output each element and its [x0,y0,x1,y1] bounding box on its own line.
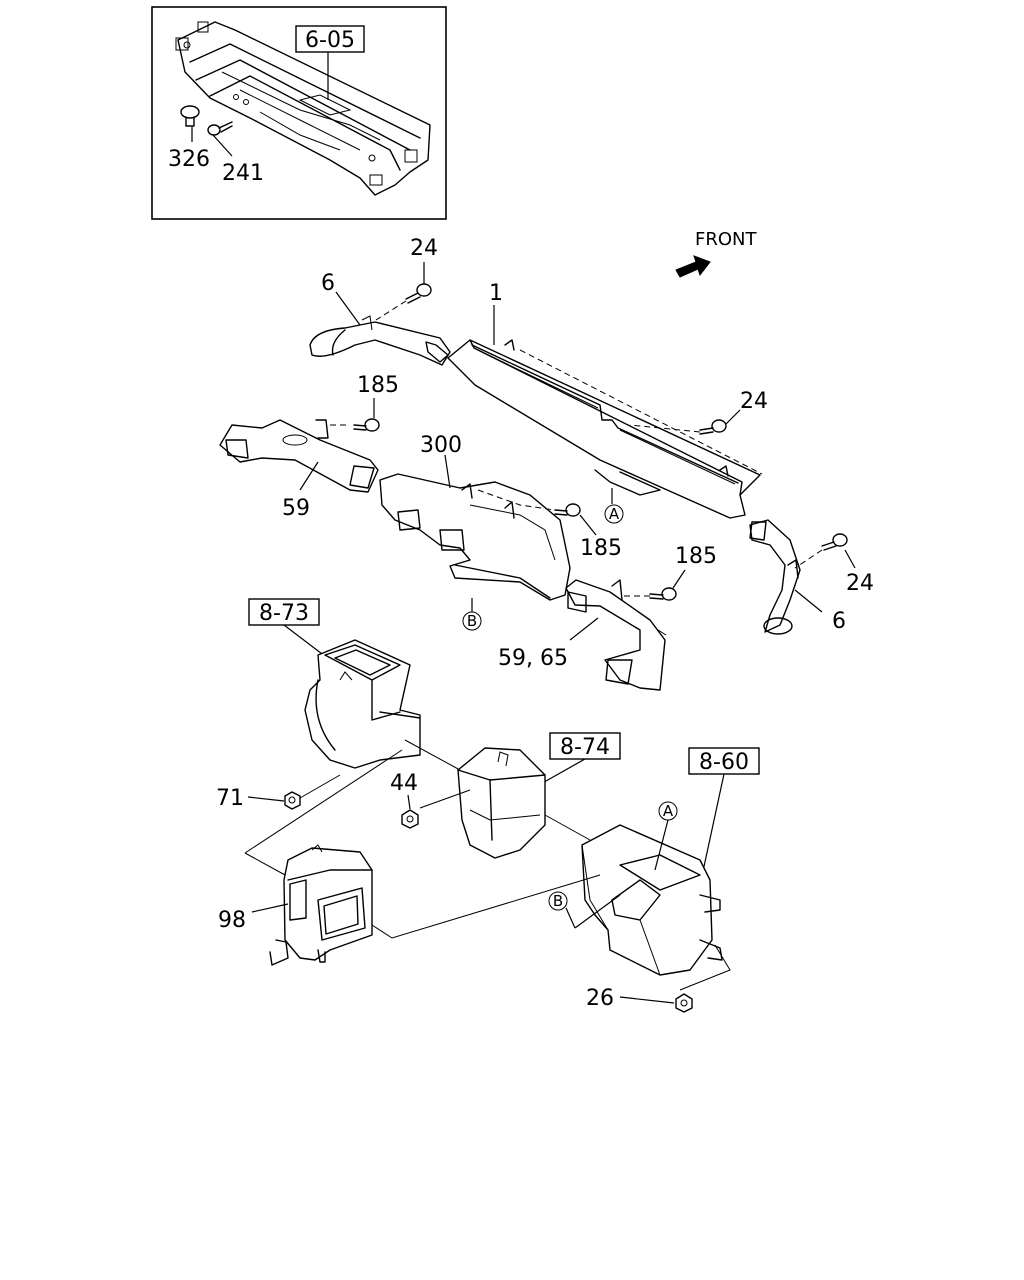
part-label-24-right: 24 [740,389,768,414]
control-module-98-drawing [269,844,373,966]
screw-185-left-icon [353,418,380,432]
defroster-nozzle-1 [447,339,763,519]
blower-unit-drawing [304,639,421,769]
part-label-1: 1 [489,281,503,306]
svg-text:A: A [663,802,674,820]
ref-box-8-74[interactable]: 8-74 [549,732,621,760]
part-label-6-left: 6 [321,271,335,296]
side-vent-duct-59-65 [565,579,667,691]
part-label-185-middle: 185 [580,536,622,561]
part-label-6-right: 6 [832,609,846,634]
ref-box-8-73[interactable]: 8-73 [248,598,320,626]
callout-a-lower: A [654,801,678,871]
part-label-24-lower: 24 [846,571,874,596]
part-label-185-left: 185 [357,373,399,398]
ref-label-6-05: 6-05 [305,28,355,53]
callout-b-lower: B [548,891,621,929]
screw-24-upper-icon [405,283,432,304]
nut-26-icon [675,993,693,1013]
evaporator-case-drawing [457,747,546,859]
nut-44-icon [401,809,419,829]
part-label-59-65: 59, 65 [498,646,568,671]
side-vent-duct-59 [219,419,379,493]
side-duct-6-right [749,519,801,635]
part-label-98: 98 [218,908,246,933]
svg-text:B: B [467,612,477,630]
svg-text:A: A [609,505,620,523]
part-label-44: 44 [390,771,418,796]
svg-text:B: B [553,892,563,910]
clip-326-icon [180,105,200,127]
part-label-26: 26 [586,986,614,1011]
ref-box-6-05[interactable]: 6-05 [295,25,365,53]
nut-71-icon [284,791,301,810]
center-vent-duct-300 [379,473,571,601]
inset-panel: 6-05 326 241 [151,6,447,220]
front-indicator: FRONT [675,229,757,278]
ref-label-8-74: 8-74 [560,735,610,760]
screw-241-icon [207,121,233,136]
part-label-326: 326 [168,147,210,172]
heater-unit-drawing [581,824,723,976]
part-label-71: 71 [216,786,244,811]
part-label-241: 241 [222,161,264,186]
callout-a-upper: A [604,488,624,524]
part-label-185-right: 185 [675,544,717,569]
front-label: FRONT [695,229,757,250]
screw-24-lower-icon [821,533,848,551]
front-arrow-icon [675,255,711,278]
part-label-24-upper: 24 [410,236,438,261]
screw-185-middle-icon [554,503,581,517]
cowl-panel-drawing [175,21,431,196]
part-label-59: 59 [282,496,310,521]
ref-box-8-60[interactable]: 8-60 [688,747,760,775]
screw-24-right-icon [699,419,727,435]
ref-label-8-73: 8-73 [259,601,309,626]
part-label-300: 300 [420,433,462,458]
screw-185-right-icon [649,587,677,601]
callout-b-upper: B [462,598,482,631]
side-duct-6-left [309,315,451,366]
ref-label-8-60: 8-60 [699,750,749,775]
